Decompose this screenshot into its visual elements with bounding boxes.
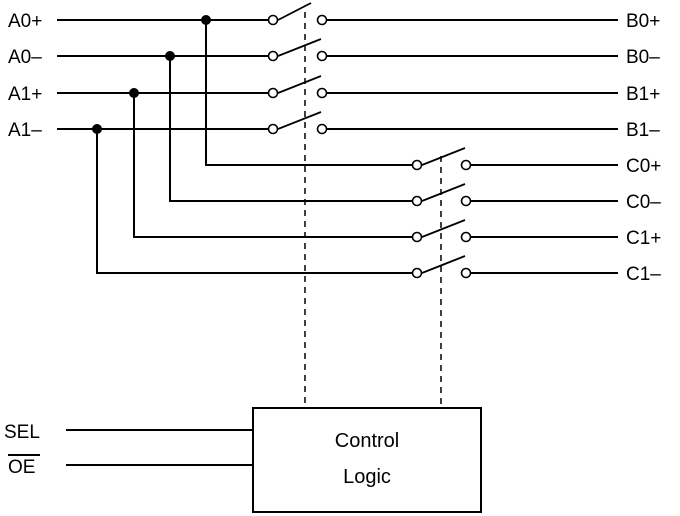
switch-bank-c [411,147,472,279]
junction-a0-minus [165,51,175,61]
switch-b1-minus [267,111,328,135]
switch-b1-plus [267,75,328,99]
switch-c1-minus [411,255,472,279]
port-label-a1-minus: A1– [8,120,42,141]
port-label-b0-minus: B0– [626,47,660,68]
port-label-c1-plus: C1+ [626,228,661,249]
switch-c0-minus [411,183,472,207]
tap-a0-minus-to-c [169,56,413,202]
tap-a1-minus-to-c [96,129,413,274]
control-logic-title-line1: Control [335,430,399,452]
switch-b0-plus [267,2,328,26]
switch-bank-b [267,2,328,135]
junction-a1-plus [129,88,139,98]
switch-c1-plus [411,219,472,243]
input-label-oe: OE [8,457,35,478]
tap-a1-plus-to-c [133,93,413,238]
switch-c0-plus [411,147,472,171]
port-label-a0-minus: A0– [8,47,42,68]
switch-b0-minus [267,38,328,62]
port-label-b0-plus: B0+ [626,11,660,32]
control-logic-block [252,407,482,513]
port-label-c1-minus: C1– [626,264,661,285]
port-label-b1-plus: B1+ [626,84,660,105]
tap-a0-plus-to-c [205,20,413,166]
port-label-b1-minus: B1– [626,120,660,141]
junction-a1-minus [92,124,102,134]
port-label-a1-plus: A1+ [8,84,42,105]
port-label-a0-plus: A0+ [8,11,42,32]
control-logic-title-line2: Logic [343,466,391,488]
junction-a0-plus [201,15,211,25]
port-label-c0-plus: C0+ [626,156,661,177]
port-label-c0-minus: C0– [626,192,661,213]
input-label-sel: SEL [4,422,40,443]
